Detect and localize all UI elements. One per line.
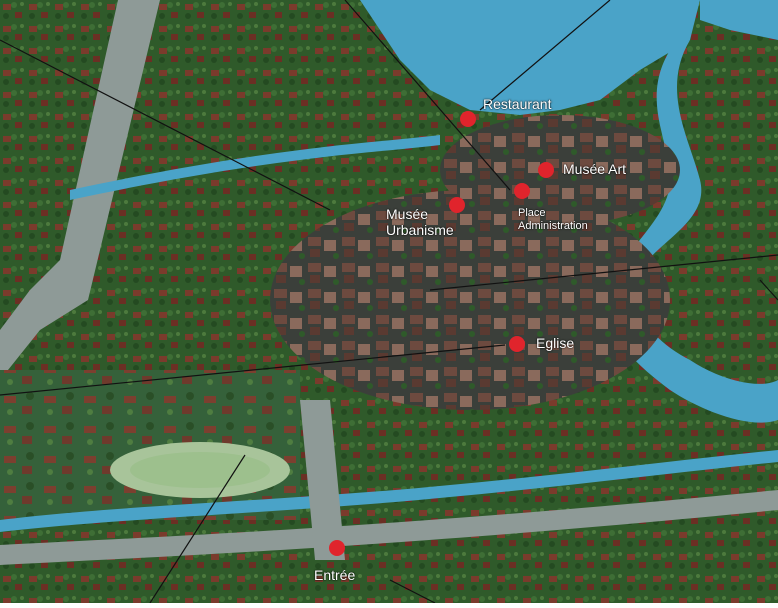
canal-south — [0, 450, 778, 532]
musee-art-marker[interactable] — [538, 162, 554, 178]
leader-line — [479, 0, 611, 111]
leader-line — [149, 454, 246, 604]
leader-line — [759, 279, 778, 301]
lake-east — [700, 0, 778, 40]
musee-urbanisme-label-line: Urbanisme — [386, 222, 454, 239]
entree-marker[interactable] — [329, 540, 345, 556]
place-administration-label: Place Administration — [518, 207, 588, 232]
place-administration-marker[interactable] — [514, 183, 530, 199]
town-center — [270, 190, 670, 410]
eglise-marker[interactable] — [509, 336, 525, 352]
museum-district — [440, 115, 680, 225]
leader-line — [344, 0, 511, 191]
road-south — [0, 490, 778, 565]
entree-label: Entrée — [314, 567, 356, 583]
restaurant-marker[interactable] — [460, 111, 476, 127]
musee-urbanisme-label-line: Musée — [386, 206, 429, 222]
musee-urbanisme-marker[interactable] — [449, 197, 465, 213]
sports-field-inner — [130, 452, 270, 488]
eglise-label: Eglise — [536, 335, 575, 351]
place-administration-label-line: Place — [518, 207, 546, 219]
place-administration-label-line: Administration — [518, 219, 588, 232]
canal-north — [70, 135, 440, 200]
leader-line — [389, 579, 436, 604]
restaurant-label: Restaurant — [483, 96, 552, 112]
campus-area — [0, 370, 300, 520]
leader-line — [0, 39, 331, 211]
leader-line — [0, 344, 506, 396]
musee-art-label: Musée Art — [563, 161, 627, 177]
leader-line — [429, 254, 778, 291]
river-east — [608, 40, 778, 423]
map-markers — [329, 111, 554, 556]
avenue-entrance — [300, 400, 345, 560]
lake — [360, 0, 700, 115]
musee-urbanisme-label: Musée Urbanisme — [386, 206, 454, 238]
